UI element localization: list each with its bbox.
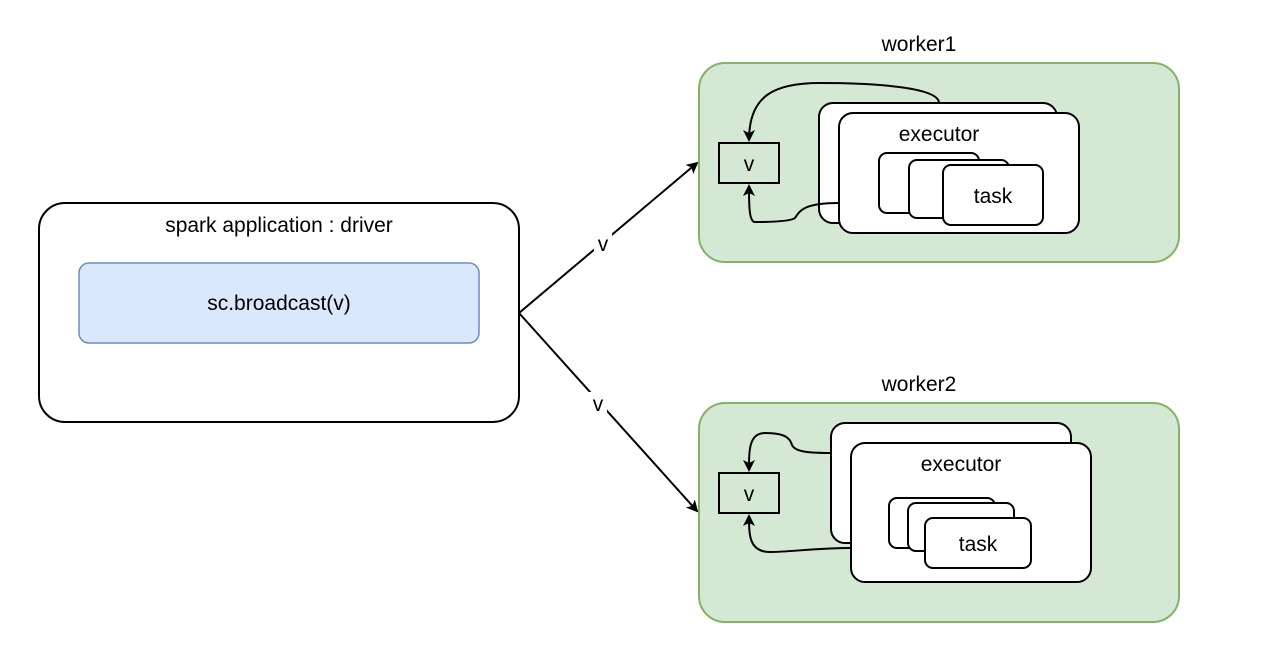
edge-to-worker1-label: v: [598, 233, 609, 256]
worker2-executor-label: executor: [921, 453, 1002, 476]
worker1-executor-label: executor: [899, 123, 980, 146]
broadcast-call-label: sc.broadcast(v): [207, 292, 351, 315]
worker1-task[interactable]: [942, 164, 1044, 226]
worker2-node[interactable]: worker2 executor task v: [698, 373, 1180, 623]
edge-to-worker2-label: v: [593, 393, 604, 416]
worker2-read-arrow: [743, 431, 832, 472]
worker2-title: worker2: [881, 373, 957, 396]
worker2-task[interactable]: [924, 517, 1032, 569]
driver-node[interactable]: spark application : driver sc.broadcast(…: [38, 202, 520, 423]
worker2-variable-box[interactable]: [718, 472, 780, 514]
worker1-read-arrow: [743, 81, 940, 142]
worker1-title: worker1: [881, 33, 957, 56]
worker2-task-label: task: [959, 533, 998, 556]
worker2-write-arrow: [743, 514, 852, 554]
worker1-node[interactable]: worker1 executor task v: [698, 33, 1180, 263]
broadcast-call-box[interactable]: [78, 262, 480, 344]
worker1-variable-label: v: [744, 153, 755, 176]
worker1-task-label: task: [974, 185, 1013, 208]
driver-title: spark application : driver: [165, 214, 393, 237]
worker1-variable-box[interactable]: [718, 142, 780, 184]
worker1-write-arrow: [743, 184, 840, 224]
edge-to-worker1[interactable]: v: [518, 161, 699, 314]
worker2-variable-label: v: [744, 483, 755, 506]
edge-to-worker2[interactable]: v: [518, 312, 699, 513]
